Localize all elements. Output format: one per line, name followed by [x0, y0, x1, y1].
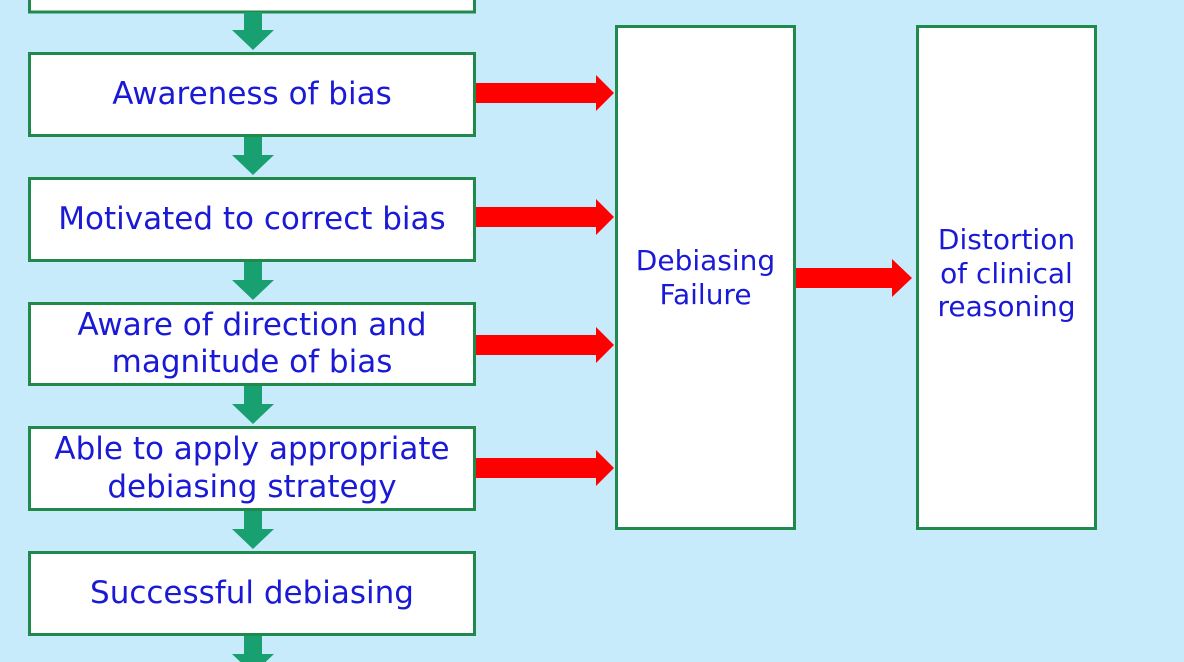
down-arrow-1 — [232, 12, 274, 50]
previous-step-box — [28, 0, 476, 14]
right-arrow-4 — [476, 450, 614, 486]
failure-box: Debiasing Failure — [615, 25, 796, 530]
right-arrow-2 — [476, 199, 614, 235]
down-arrow-6 — [232, 636, 274, 662]
step-box-successful: Successful debiasing — [28, 551, 476, 636]
step-box-awareness: Awareness of bias — [28, 52, 476, 137]
right-arrow-3 — [476, 327, 614, 363]
right-arrow-1 — [476, 75, 614, 111]
step-box-apply-strategy: Able to apply appropriate debiasing stra… — [28, 426, 476, 511]
step-label-apply-strategy: Able to apply appropriate debiasing stra… — [54, 431, 450, 505]
failure-label: Debiasing Failure — [635, 243, 776, 311]
step-label-motivated: Motivated to correct bias — [58, 200, 446, 237]
down-arrows — [232, 12, 274, 662]
outcome-label: Distortion of clinical reasoning — [937, 223, 1076, 324]
step-box-motivated: Motivated to correct bias — [28, 177, 476, 262]
right-arrows — [476, 75, 912, 486]
outcome-box: Distortion of clinical reasoning — [916, 25, 1097, 530]
down-arrow-5 — [232, 511, 274, 549]
step-label-direction-magnitude: Aware of direction and magnitude of bias — [77, 306, 427, 380]
right-arrow-5 — [796, 259, 912, 297]
step-label-awareness: Awareness of bias — [112, 75, 392, 112]
down-arrow-3 — [232, 262, 274, 300]
down-arrow-4 — [232, 386, 274, 424]
step-box-direction-magnitude: Aware of direction and magnitude of bias — [28, 302, 476, 386]
step-label-successful: Successful debiasing — [90, 574, 414, 611]
down-arrow-2 — [232, 137, 274, 175]
